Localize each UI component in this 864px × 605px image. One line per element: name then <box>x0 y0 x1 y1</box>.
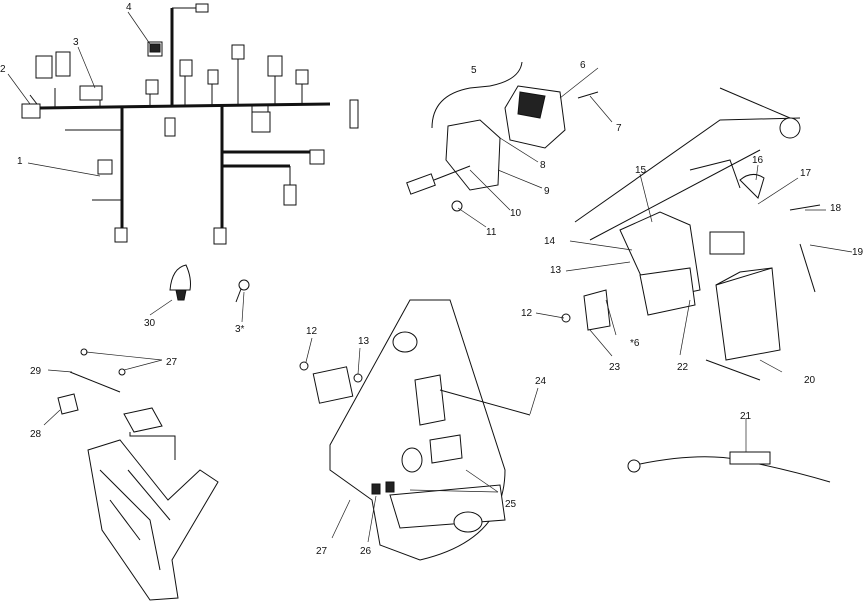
leader-lines <box>7 11 853 543</box>
callout-26b: *6 <box>630 338 640 349</box>
callout-5: 5 <box>471 65 477 76</box>
callout-19: 19 <box>852 247 864 258</box>
frame-and-battery <box>561 87 821 381</box>
callout-20: 20 <box>804 375 816 386</box>
callout-labels: 2 3 4 1 5 6 7 8 9 10 11 15 16 17 18 19 1… <box>0 2 864 557</box>
part-30-boot <box>169 264 191 301</box>
headlight-assembly <box>406 61 599 212</box>
callout-12b: 12 <box>306 326 318 337</box>
callout-30: 30 <box>144 318 156 329</box>
callout-12a: 12 <box>521 308 533 319</box>
callout-13b: 13 <box>358 336 370 347</box>
callout-15: 15 <box>635 165 647 176</box>
callout-9: 9 <box>544 186 550 197</box>
callout-17: 17 <box>800 168 812 179</box>
callout-27a: 27 <box>166 357 178 368</box>
callout-10: 10 <box>510 208 522 219</box>
ground-cable-21 <box>627 451 831 483</box>
callout-18: 18 <box>830 203 842 214</box>
callout-28: 28 <box>30 429 42 440</box>
center-bracket <box>299 299 531 561</box>
wiring-harness <box>21 3 359 245</box>
part-31-clip <box>235 279 250 303</box>
callout-24: 24 <box>535 376 547 387</box>
callout-4: 4 <box>126 2 132 13</box>
callout-13a: 13 <box>550 265 562 276</box>
callout-26: 26 <box>360 546 372 557</box>
callout-25: 25 <box>505 499 517 510</box>
callout-23: 23 <box>609 362 621 373</box>
callout-1: 1 <box>17 156 23 167</box>
callout-29: 29 <box>30 366 42 377</box>
callout-14: 14 <box>544 236 556 247</box>
callout-31: 3* <box>235 324 245 335</box>
callout-27b: 27 <box>316 546 328 557</box>
callout-6: 6 <box>580 60 586 71</box>
front-guard <box>57 348 219 601</box>
callout-2: 2 <box>0 64 6 75</box>
callout-3: 3 <box>73 37 79 48</box>
callout-16: 16 <box>752 155 764 166</box>
callout-22: 22 <box>677 362 689 373</box>
callout-8: 8 <box>540 160 546 171</box>
callout-11: 11 <box>486 227 497 238</box>
callout-21: 21 <box>740 411 752 422</box>
callout-7: 7 <box>616 123 622 134</box>
